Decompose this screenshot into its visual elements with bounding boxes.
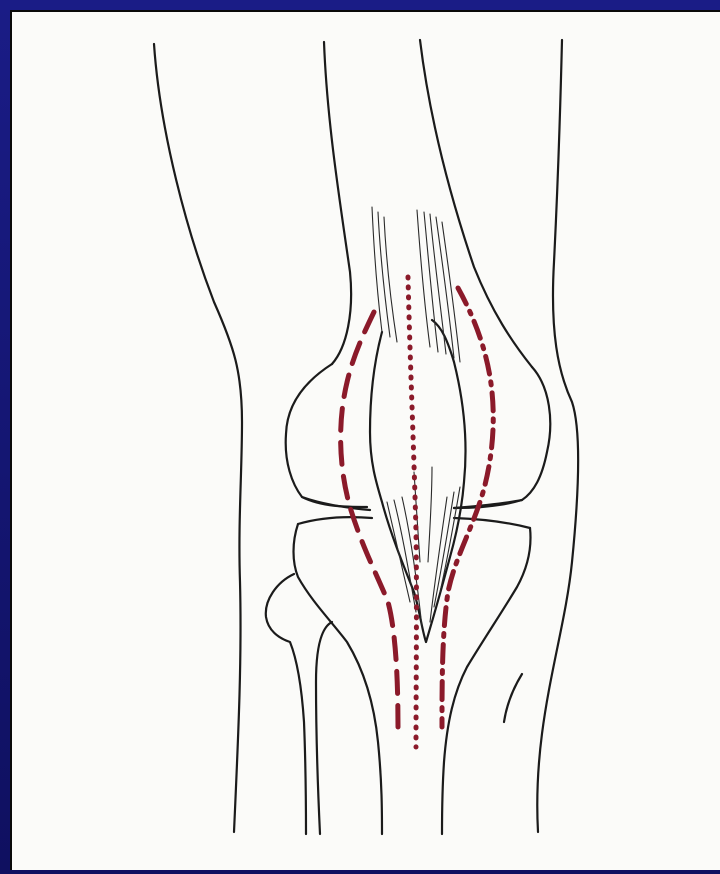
thigh-left-outline [154, 44, 242, 832]
femur-right-edge [420, 40, 532, 367]
fibula-inner-edge [316, 622, 332, 834]
incision-dotted-midline [408, 277, 416, 747]
fibula-head [266, 574, 306, 834]
patellar-tendon [387, 467, 460, 627]
knee-diagram [12, 12, 720, 870]
incision-dashed-medial [341, 312, 398, 727]
illustration-panel [10, 10, 720, 870]
femoral-condyle-left [286, 364, 367, 507]
calf-right-detail [504, 674, 522, 722]
joint-line-upper [302, 497, 370, 510]
femoral-condyle-right [454, 367, 550, 508]
femur-left-edge [324, 42, 351, 364]
tibial-plateau-right [454, 518, 530, 528]
tibial-plateau-left [298, 517, 372, 524]
thigh-right-outline [537, 40, 578, 832]
